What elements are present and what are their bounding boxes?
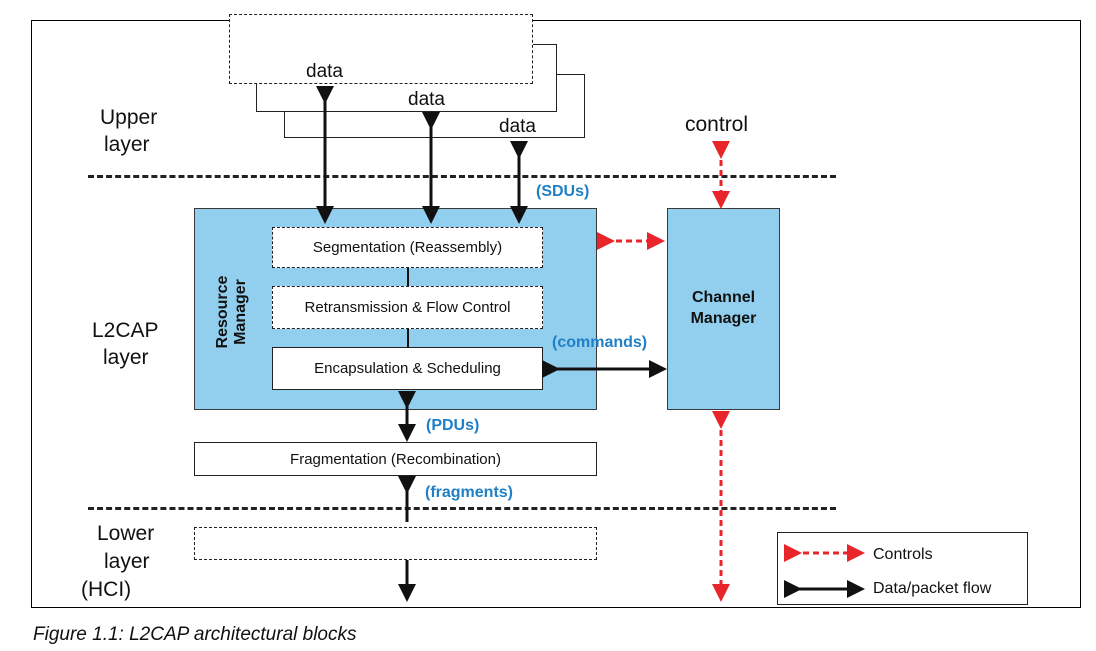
encapsulation-box: Encapsulation & Scheduling: [272, 347, 543, 390]
lower-layer-label-line2: layer: [104, 550, 150, 573]
upper-layer-label-line1: Upper: [100, 106, 158, 129]
upper-layer-separator: [88, 175, 836, 178]
data-label-2: data: [408, 89, 445, 110]
lower-layer-box: [194, 527, 597, 560]
sdus-label: (SDUs): [536, 183, 590, 200]
encapsulation-label: Encapsulation & Scheduling: [314, 360, 501, 377]
data-label-3: data: [499, 116, 536, 137]
lower-layer-label-line3: (HCI): [81, 578, 132, 601]
channel-manager-label-line1: Channel: [691, 289, 756, 307]
control-label: control: [685, 113, 749, 136]
l2cap-layer-label-line1: L2CAP: [92, 319, 159, 342]
lower-layer-separator: [88, 507, 836, 510]
upper-data-box-2-front: [256, 84, 557, 112]
upper-data-box-1: [229, 14, 533, 84]
l2cap-layer-label-line2: layer: [103, 346, 149, 369]
commands-label: (commands): [552, 334, 648, 351]
pdus-label: (PDUs): [426, 417, 480, 434]
retransmission-box: Retransmission & Flow Control: [272, 286, 543, 329]
diagram-frame: [31, 20, 1081, 608]
upper-layer-label-line2: layer: [104, 133, 150, 156]
figure-caption: Figure 1.1: L2CAP architectural blocks: [33, 624, 357, 645]
data-label-1: data: [306, 61, 343, 82]
upper-data-box-2: [533, 44, 557, 84]
upper-data-box-3-side: [557, 74, 585, 138]
fragmentation-box: Fragmentation (Recombination): [194, 442, 597, 476]
segmentation-label: Segmentation (Reassembly): [312, 239, 503, 256]
lower-layer-label-line1: Lower: [97, 522, 155, 545]
channel-manager-block: Channel Manager: [667, 208, 780, 410]
fragmentation-label: Fragmentation (Recombination): [290, 450, 501, 468]
fragments-label: (fragments): [425, 484, 514, 501]
legend-controls-label: Controls: [873, 546, 933, 563]
retransmission-label: Retransmission & Flow Control: [304, 299, 511, 316]
channel-manager-label-line2: Manager: [690, 310, 757, 327]
segmentation-box: Segmentation (Reassembly): [272, 227, 543, 268]
legend-data-flow-label: Data/packet flow: [873, 580, 992, 597]
